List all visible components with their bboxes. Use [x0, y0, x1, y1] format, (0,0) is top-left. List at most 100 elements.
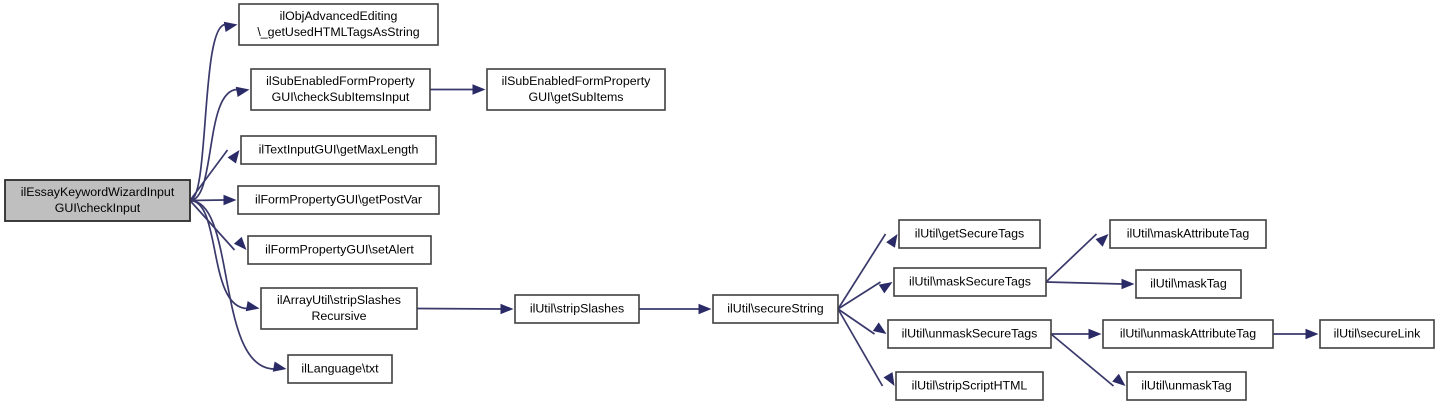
- edge-arrowhead: [245, 301, 260, 312]
- node-label: ilObjAdvancedEditing: [280, 9, 398, 23]
- edge-arrowhead: [872, 322, 887, 334]
- edge-arrowhead: [272, 361, 287, 372]
- node-box[interactable]: [712, 294, 839, 324]
- edge-line: [1045, 281, 1123, 285]
- edge-arrowhead: [1121, 278, 1135, 290]
- graph-node-getPostVar[interactable]: ilFormPropertyGUI\getPostVar: [237, 185, 440, 215]
- node-box[interactable]: [250, 68, 431, 111]
- node-label: ilUtil\stripSlashes: [530, 301, 624, 315]
- node-box[interactable]: [240, 135, 437, 165]
- node-label: \_getUsedHTMLTagsAsString: [257, 25, 419, 39]
- node-label: ilEssayKeywordWizardInput: [21, 185, 175, 199]
- graph-node-unmaskSecureTags[interactable]: ilUtil\unmaskSecureTags: [887, 319, 1052, 349]
- edge-arrowhead: [235, 86, 250, 97]
- edge-layer: [189, 21, 1319, 387]
- edge-line: [1045, 233, 1098, 283]
- node-box[interactable]: [1102, 319, 1274, 349]
- edge-arrowhead: [1112, 373, 1126, 386]
- node-box[interactable]: [887, 319, 1052, 349]
- edge-arrowhead: [883, 372, 895, 386]
- edge-arrowhead: [500, 303, 514, 315]
- node-label: ilFormPropertyGUI\getPostVar: [255, 192, 422, 206]
- edge-line: [189, 88, 238, 202]
- node-box[interactable]: [238, 3, 439, 46]
- edge-line: [189, 149, 229, 202]
- node-label: ilSubEnabledFormProperty: [502, 74, 652, 88]
- graph-node-secureString[interactable]: ilUtil\secureString: [712, 294, 839, 324]
- node-box[interactable]: [1319, 319, 1435, 349]
- edge-arrowhead: [227, 150, 240, 164]
- edge-arrowhead: [1088, 328, 1102, 340]
- node-box[interactable]: [1109, 219, 1267, 249]
- node-box[interactable]: [1135, 269, 1242, 299]
- graph-node-maskSecureTags[interactable]: ilUtil\maskSecureTags: [893, 267, 1047, 297]
- edge-arrowhead: [886, 234, 898, 248]
- edge-line: [189, 199, 236, 251]
- node-label: ilSubEnabledFormProperty: [266, 74, 416, 88]
- node-label: ilUtil\stripScriptHTML: [912, 378, 1028, 392]
- node-box[interactable]: [237, 185, 440, 215]
- edge-line: [189, 199, 275, 370]
- edge-line: [837, 308, 884, 387]
- edge-line: [189, 23, 226, 202]
- edge-arrowhead: [1095, 234, 1109, 247]
- node-label: ilLanguage\txt: [301, 361, 379, 375]
- node-label: GUI\getSubItems: [528, 90, 623, 104]
- node-label: ilFormPropertyGUI\setAlert: [265, 242, 414, 256]
- node-label: GUI\checkSubItemsInput: [272, 90, 410, 104]
- graph-node-txt[interactable]: ilLanguage\txt: [287, 354, 393, 384]
- graph-node-unmaskAttributeTag[interactable]: ilUtil\unmaskAttributeTag: [1102, 319, 1274, 349]
- graph-node-getMaxLength[interactable]: ilTextInputGUI\getMaxLength: [240, 135, 437, 165]
- edge-arrowhead: [223, 194, 237, 206]
- node-label: ilUtil\unmaskTag: [1141, 378, 1231, 392]
- edge-line: [1050, 333, 1115, 387]
- graph-node-stripScriptHTML[interactable]: ilUtil\stripScriptHTML: [895, 371, 1044, 401]
- graph-node-getUsedHTMLTagsAsString[interactable]: ilObjAdvancedEditing \_getUsedHTMLTagsAsS…: [238, 3, 439, 46]
- node-label: Recursive: [311, 309, 366, 323]
- graph-node-getSecureTags[interactable]: ilUtil\getSecureTags: [898, 219, 1041, 249]
- node-box[interactable]: [260, 287, 418, 330]
- edge-arrowhead: [472, 84, 486, 95]
- node-label: ilUtil\secureLink: [1334, 326, 1422, 340]
- node-label: ilUtil\secureString: [727, 301, 824, 315]
- node-box[interactable]: [1126, 371, 1247, 401]
- node-box[interactable]: [4, 179, 191, 222]
- node-layer: ilEssayKeywordWizardInputGUI\checkInputi…: [4, 3, 1435, 401]
- node-label: ilUtil\unmaskAttributeTag: [1120, 326, 1256, 340]
- graph-node-checkSubItemsInput[interactable]: ilSubEnabledFormPropertyGUI\checkSubItem…: [250, 68, 431, 111]
- node-label: ilUtil\unmaskSecureTags: [902, 326, 1038, 340]
- node-label: ilUtil\maskAttributeTag: [1127, 226, 1250, 240]
- graph-node-maskTag[interactable]: ilUtil\maskTag: [1135, 269, 1242, 299]
- node-box[interactable]: [895, 371, 1044, 401]
- node-box[interactable]: [898, 219, 1041, 249]
- node-box[interactable]: [287, 354, 393, 384]
- graph-node-unmaskTag[interactable]: ilUtil\unmaskTag: [1126, 371, 1247, 401]
- edge-line: [837, 308, 875, 335]
- graph-node-setAlert[interactable]: ilFormPropertyGUI\setAlert: [247, 235, 432, 265]
- edge-line: [189, 199, 225, 202]
- graph-node-maskAttributeTag[interactable]: ilUtil\maskAttributeTag: [1109, 219, 1267, 249]
- edge-arrowhead: [233, 236, 247, 250]
- node-box[interactable]: [486, 68, 666, 111]
- edge-arrowhead: [878, 282, 893, 294]
- graph-node-stripSlashes[interactable]: ilUtil\stripSlashes: [514, 294, 640, 324]
- node-label: ilUtil\getSecureTags: [915, 226, 1025, 240]
- node-label: ilTextInputGUI\getMaxLength: [259, 142, 419, 156]
- node-box[interactable]: [247, 235, 432, 265]
- node-label: GUI\checkInput: [55, 201, 141, 215]
- edge-arrowhead: [1305, 328, 1319, 340]
- node-box[interactable]: [893, 267, 1047, 297]
- edge-line: [189, 199, 248, 310]
- edge-line: [837, 233, 887, 310]
- edge-line: [416, 307, 502, 310]
- graph-node-secureLink[interactable]: ilUtil\secureLink: [1319, 319, 1435, 349]
- node-label: ilUtil\maskSecureTags: [909, 274, 1031, 288]
- node-box[interactable]: [514, 294, 640, 324]
- node-label: ilArrayUtil\stripSlashes: [277, 293, 401, 307]
- node-label: ilUtil\maskTag: [1150, 276, 1227, 290]
